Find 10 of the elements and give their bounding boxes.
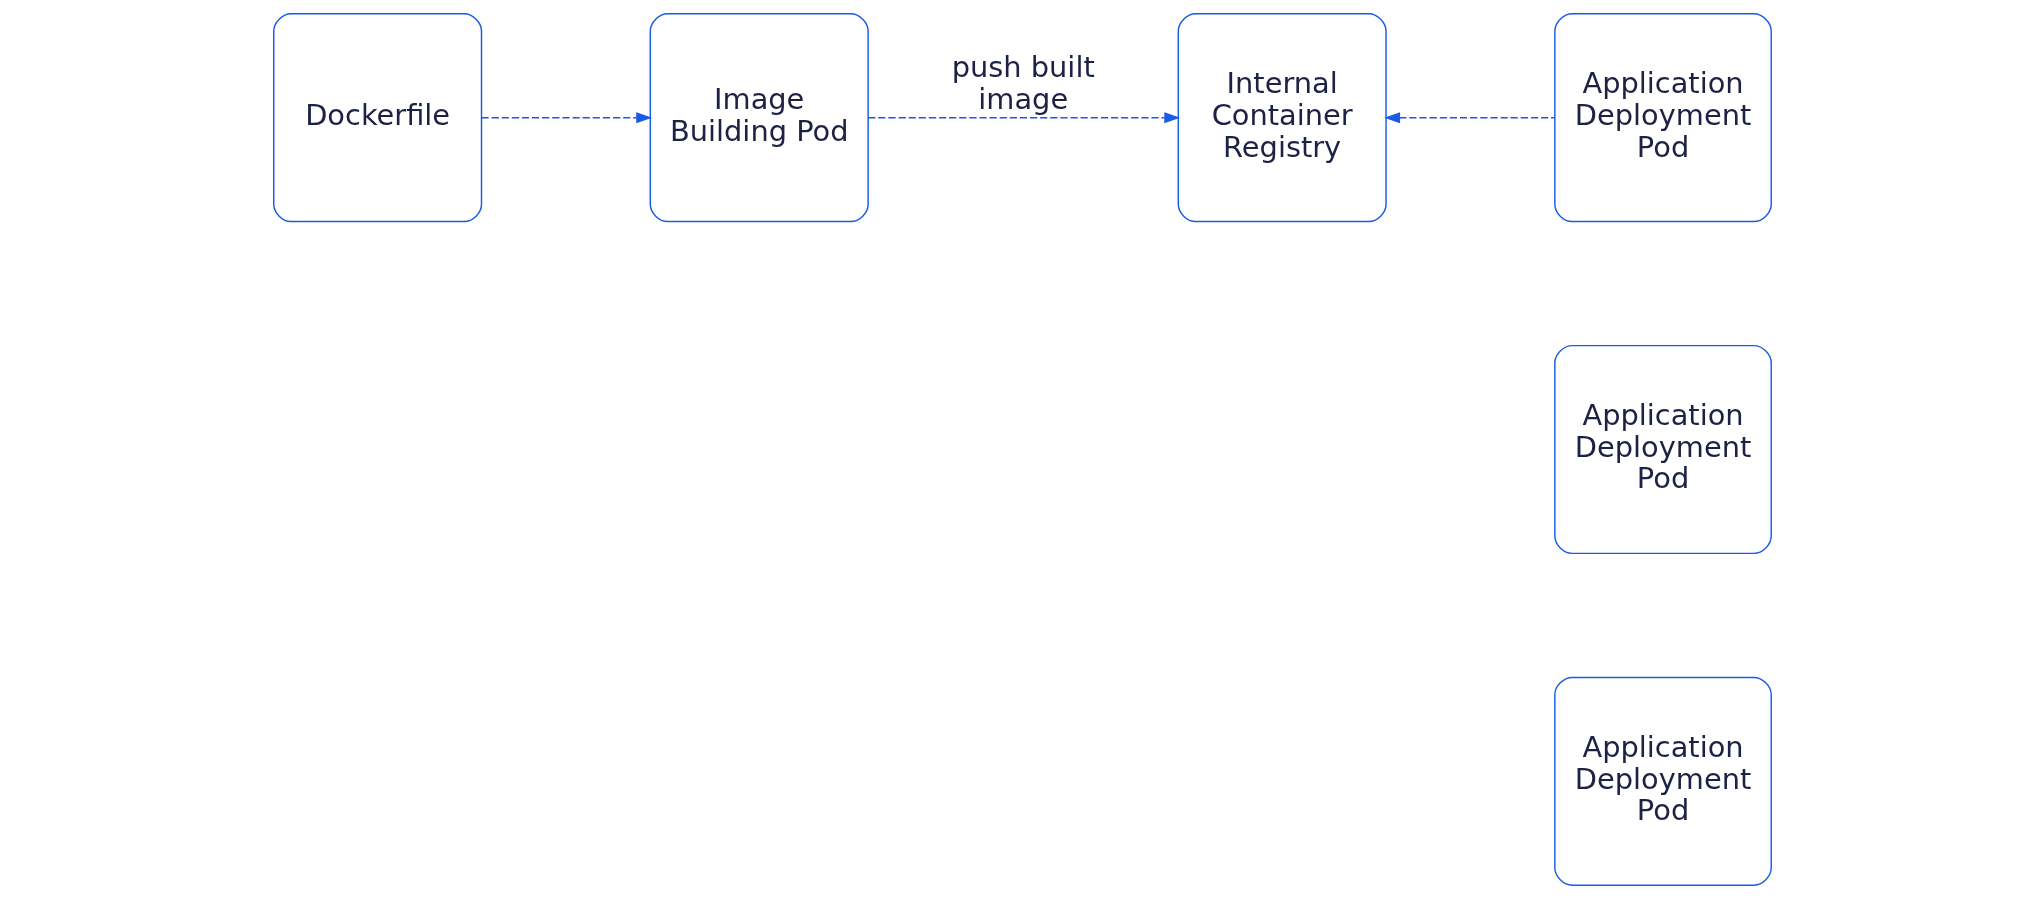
node-box: Application Deployment Pod [1553,676,1772,886]
arrow [1383,112,1555,124]
node-box: Application Deployment Pod [1553,344,1772,555]
edge-label: push built image [951,50,1095,117]
node-box: Dockerfile [272,13,482,223]
node-box: Image Building Pod [649,13,869,223]
arrow [480,112,652,124]
arrow [867,112,1180,124]
node-box: Internal Container Registry [1177,13,1387,223]
node-box: Application Deployment Pod [1553,13,1772,223]
